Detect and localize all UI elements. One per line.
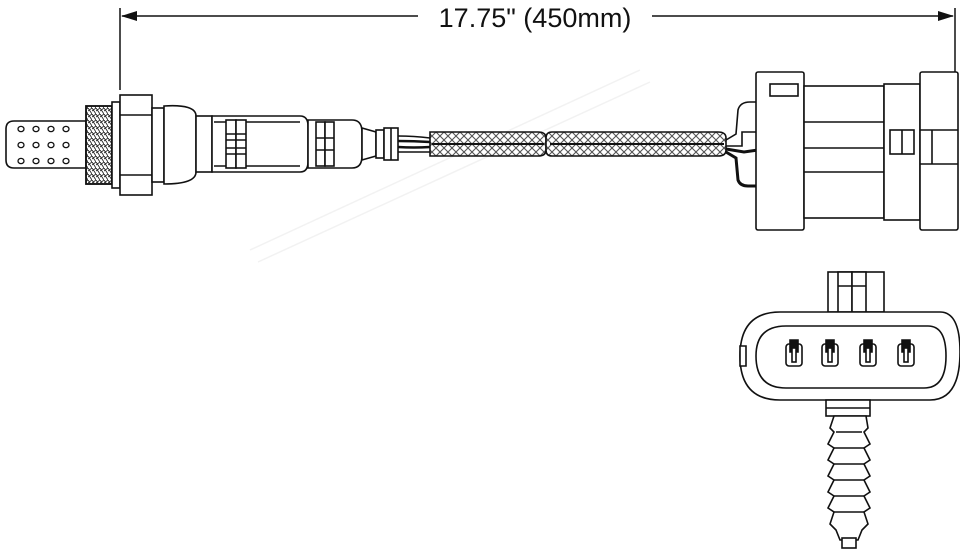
sensor-thread — [85, 105, 113, 185]
terminal-cavities — [785, 339, 915, 367]
sensor-tip — [5, 120, 87, 169]
lead-wires — [397, 135, 431, 153]
terminal-4 — [897, 339, 915, 367]
terminal-2 — [821, 339, 839, 367]
dimension-label: 17.75" (450mm) — [439, 3, 632, 33]
watermark — [249, 69, 651, 263]
corrugated-boot — [826, 415, 872, 549]
dimension-line — [119, 8, 956, 90]
sensor-body — [5, 94, 399, 196]
tip-vent-holes — [17, 125, 70, 165]
arrow-left-icon — [121, 11, 137, 21]
connector-end-view — [739, 271, 960, 549]
connector-wires — [725, 101, 759, 188]
hex-nut — [119, 94, 153, 196]
terminal-1 — [785, 339, 803, 367]
arrow-right-icon — [938, 11, 954, 21]
braided-harness — [429, 131, 727, 157]
connector-side-view — [755, 71, 959, 231]
terminal-3 — [859, 339, 877, 367]
